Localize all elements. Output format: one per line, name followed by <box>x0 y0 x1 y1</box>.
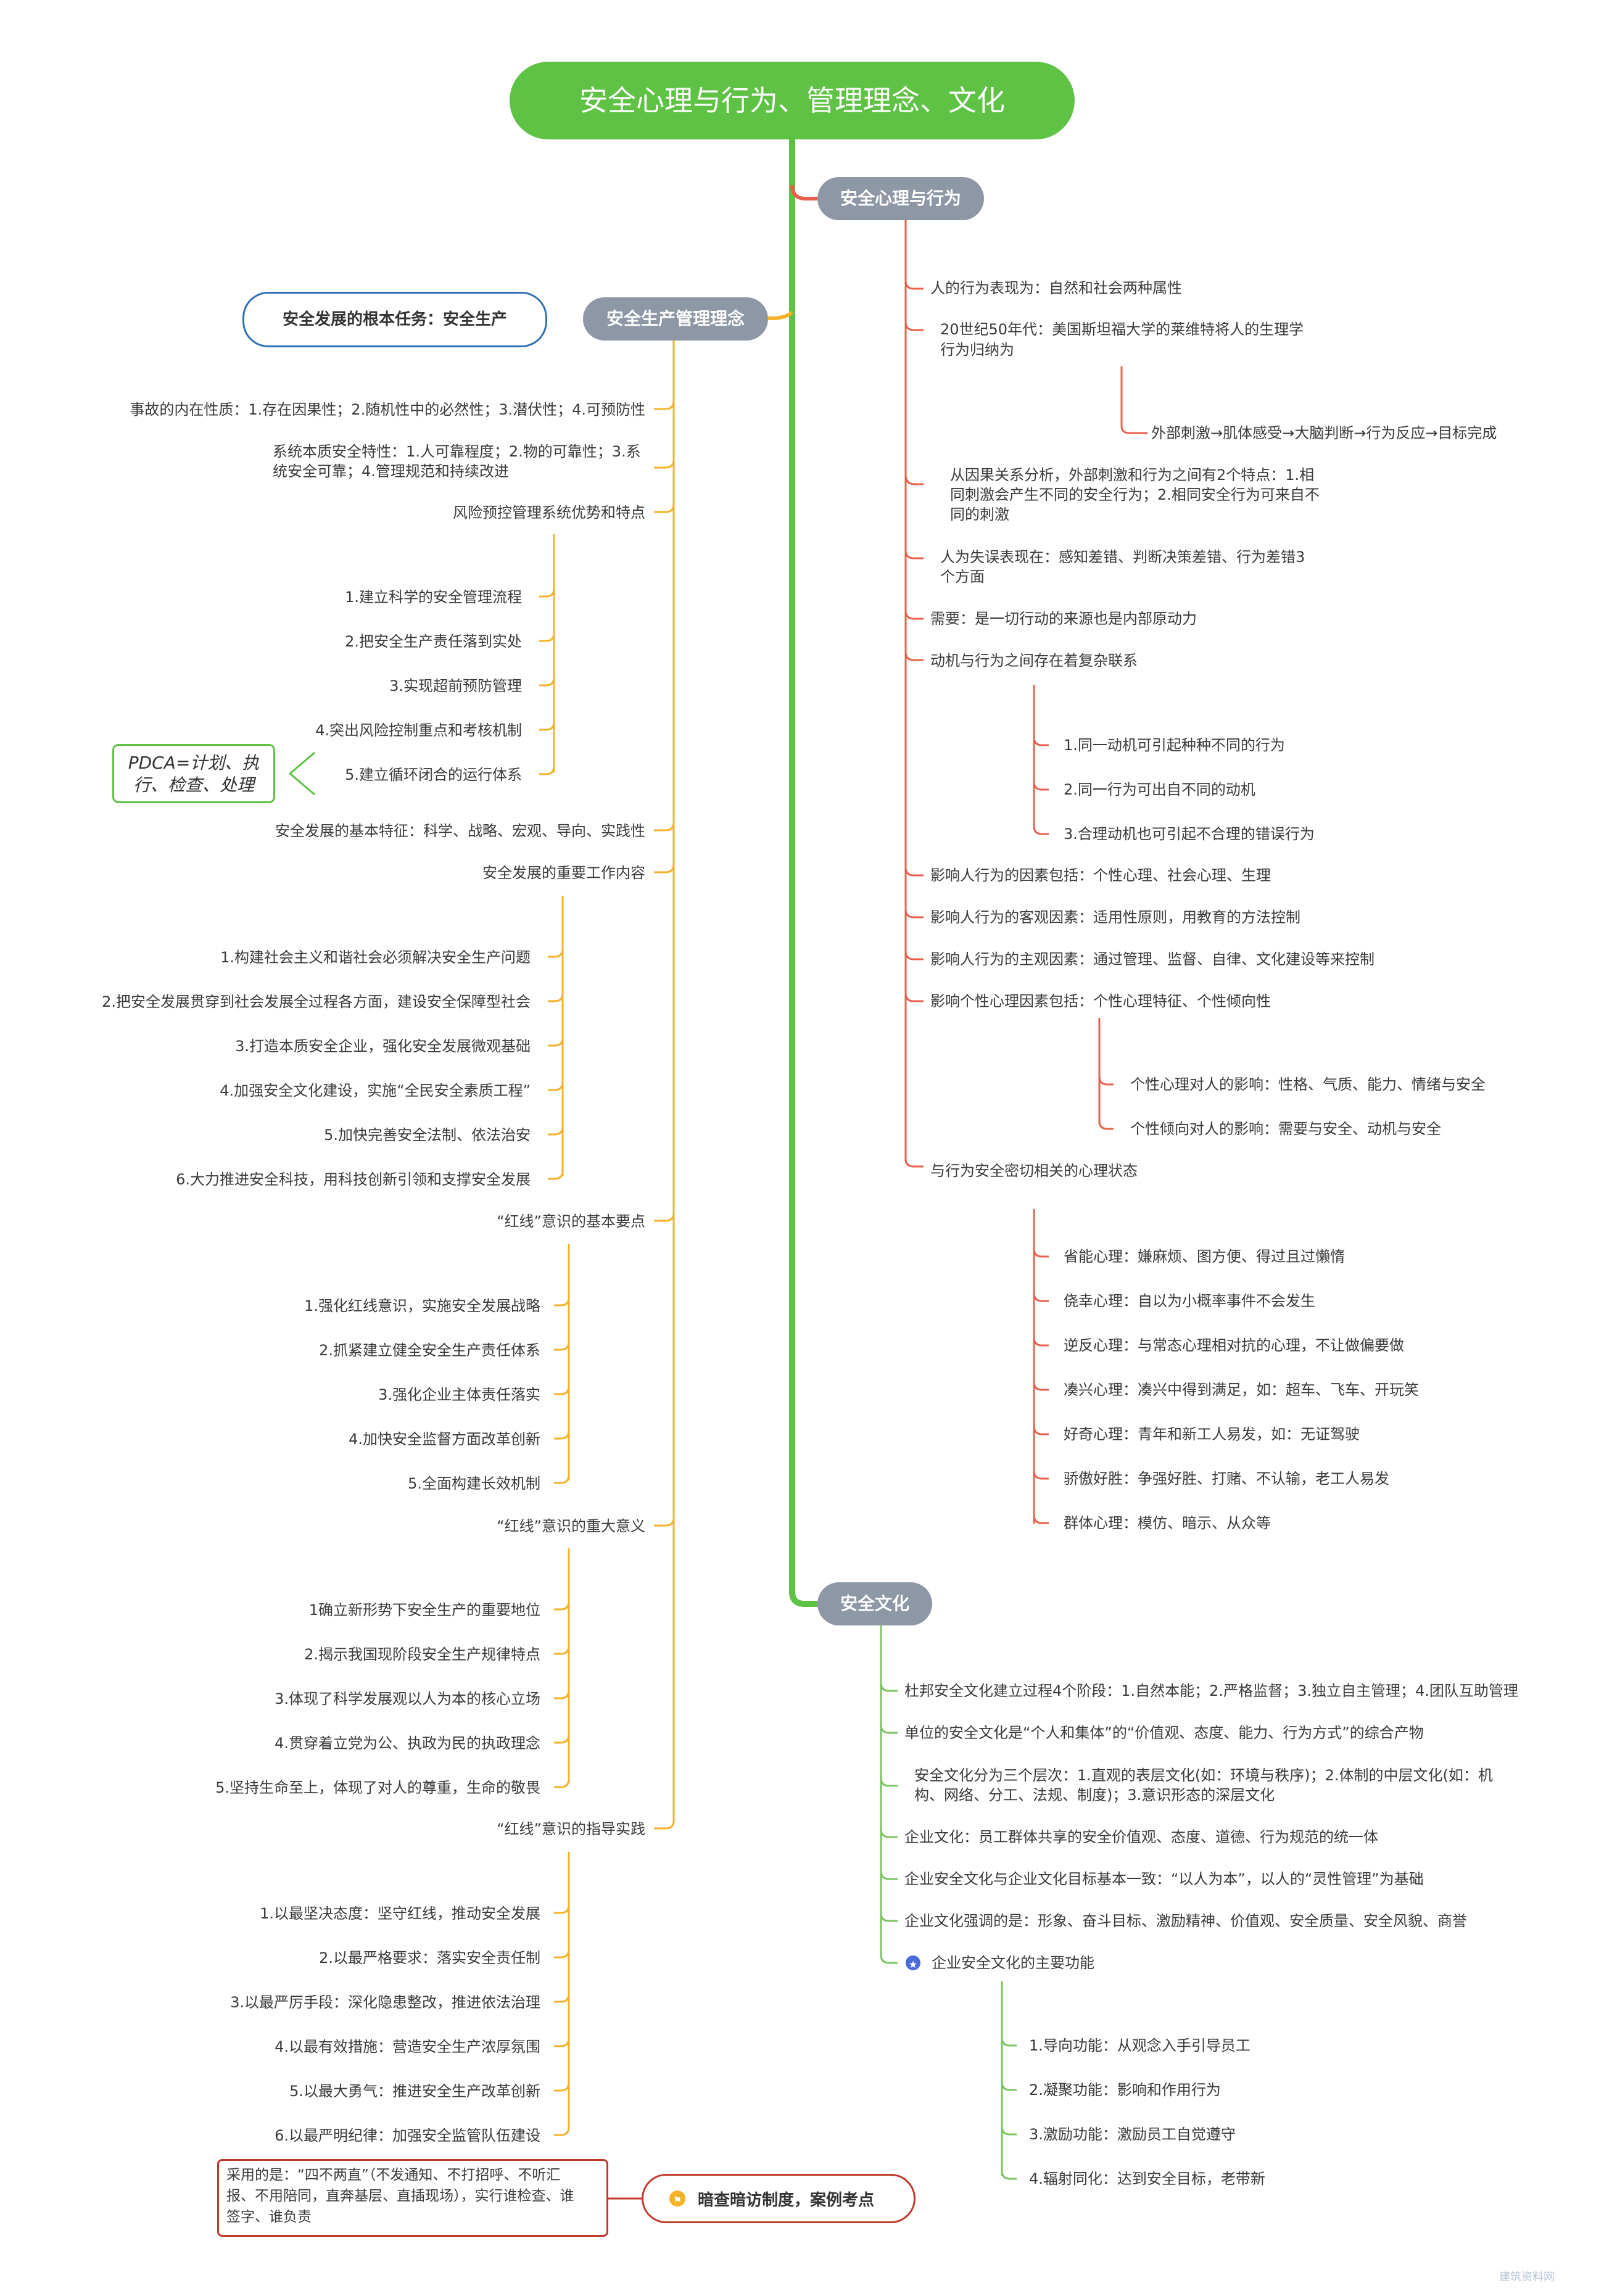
list-item: 3.强化企业主体责任落实 <box>378 1386 540 1403</box>
list-item: 3.以最严厉手段：深化隐患整改，推进依法治理 <box>230 1994 540 2011</box>
root-title: 安全心理与行为、管理理念、文化 <box>510 62 1075 139</box>
svg-text:★: ★ <box>909 1959 917 1970</box>
flag-icon <box>669 2191 685 2207</box>
list-item: 2.以最严格要求：落实安全责任制 <box>319 1949 540 1967</box>
list-item: 省能心理：嫌麻烦、图方便、得过且过懒惰 <box>1064 1248 1345 1265</box>
list-item: 3.体现了科学发展观以人为本的核心立场 <box>275 1690 540 1708</box>
list-item: 6.大力推进安全科技，用科技创新引领和支撑安全发展 <box>176 1171 531 1188</box>
watermark: 建筑资料网 <box>1499 2271 1555 2284</box>
list-item: 4.加快安全监督方面改革创新 <box>349 1431 540 1448</box>
list-item: 群体心理：模仿、暗示、从众等 <box>1064 1514 1271 1532</box>
inspection-node[interactable]: 暗查暗访制度，案例考点 <box>642 2174 916 2223</box>
list-item: 2.凝聚功能：影响和作用行为 <box>1029 2081 1221 2099</box>
list-item: 5.以最大勇气：推进安全生产改革创新 <box>289 2083 540 2100</box>
branch-safety-culture[interactable]: 安全文化 <box>817 1582 932 1625</box>
svg-text:⚑: ⚑ <box>673 2194 682 2206</box>
list-item: 凑兴心理：凑兴中得到满足，如：超车、飞车、开玩笑 <box>1064 1381 1419 1398</box>
list-item: 2.抓紧建立健全安全生产责任体系 <box>319 1342 540 1359</box>
culture-item-functions: 企业安全文化的主要功能 <box>932 1954 1094 1972</box>
culture-item-unit: 单位的安全文化是“个人和集体”的“价值观、态度、能力、行为方式”的综合产物 <box>904 1724 1424 1741</box>
left-item-system-safety-1: 系统本质安全特性：1.人可靠程度；2.物的可靠性；3.系 <box>273 443 641 460</box>
culture-item-emphasis: 企业文化强调的是：形象、奋斗目标、激励精神、价值观、安全质量、安全风貌、商誉 <box>904 1912 1467 1930</box>
list-item: 1.导向功能：从观念入手引导员工 <box>1029 2037 1251 2054</box>
list-item: 1.强化红线意识，实施安全发展战略 <box>304 1297 540 1315</box>
inspection-note: 采用的是：“四不两直”（不发通知、不打招呼、不听汇 报、不用陪同，直奔基层、直插… <box>217 2159 608 2237</box>
list-item: 侥幸心理：自以为小概率事件不会发生 <box>1064 1292 1315 1310</box>
list-item: 3.实现超前预防管理 <box>389 677 522 695</box>
left-item-redline-practice: “红线”意识的指导实践 <box>497 1820 645 1838</box>
right-item-error-2: 个方面 <box>940 568 985 585</box>
list-item: 2.同一行为可出自不同的动机 <box>1064 781 1255 798</box>
list-item: 2.揭示我国现阶段安全生产规律特点 <box>304 1646 540 1663</box>
list-item: 1.建立科学的安全管理流程 <box>345 588 522 606</box>
note-line: 签字、谁负责 <box>226 2209 312 2225</box>
list-item: 5.加快完善安全法制、依法治安 <box>324 1126 531 1144</box>
list-item: 2.把安全发展贯穿到社会发展全过程各方面，建设安全保障型社会 <box>102 993 531 1010</box>
list-item: 1.同一动机可引起种种不同的行为 <box>1064 737 1285 754</box>
list-item: 个性倾向对人的影响：需要与安全、动机与安全 <box>1130 1120 1441 1138</box>
note-line: 报、不用陪同，直奔基层、直插现场），实行谁检查、谁 <box>226 2188 574 2204</box>
list-item: 1确立新形势下安全生产的重要地位 <box>308 1601 540 1619</box>
left-item-work-content: 安全发展的重要工作内容 <box>482 864 645 882</box>
star-icon <box>906 1955 920 1970</box>
list-item: 4.贯穿着立党为公、执政为民的执政理念 <box>275 1735 540 1752</box>
list-item: 4.突出风险控制重点和考核机制 <box>315 722 522 739</box>
list-item: 5.全面构建长效机制 <box>408 1475 540 1492</box>
list-item: 4.辐射同化：达到安全目标，老带新 <box>1029 2170 1265 2187</box>
right-item-behavior: 人的行为表现为：自然和社会两种属性 <box>930 279 1182 297</box>
list-item: 4.以最有效措施：营造安全生产浓厚氛围 <box>275 2038 540 2055</box>
culture-item-enterprise: 企业文化：员工群体共享的安全价值观、态度、道德、行为规范的统一体 <box>904 1828 1378 1846</box>
right-item-motive: 动机与行为之间存在着复杂联系 <box>930 652 1138 669</box>
list-item: 骄傲好胜：争强好胜、打赌、不认输，老工人易发 <box>1064 1470 1389 1487</box>
right-item-factors: 影响人行为的因素包括：个性心理、社会心理、生理 <box>930 867 1271 884</box>
right-item-error-1: 人为失误表现在：感知差错、判断决策差错、行为差错3 <box>940 548 1305 566</box>
right-item-personality: 影响个性心理因素包括：个性心理特征、个性倾向性 <box>930 993 1271 1010</box>
culture-item-goal: 企业安全文化与企业文化目标基本一致：“以人为本”，以人的“灵性管理”为基础 <box>904 1870 1424 1888</box>
right-item-need: 需要：是一切行动的来源也是内部原动力 <box>930 610 1197 627</box>
list-item: 3.打造本质安全企业，强化安全发展微观基础 <box>235 1038 531 1055</box>
list-item: 3.激励功能：激励员工自觉遵守 <box>1029 2126 1236 2143</box>
branch-safety-psychology[interactable]: 安全心理与行为 <box>817 177 984 220</box>
branch-management-concept[interactable]: 安全生产管理理念 <box>583 297 768 341</box>
list-item: 1.以最坚决态度：坚守红线，推动安全发展 <box>260 1905 540 1922</box>
left-item-redline-meaning: “红线”意识的重大意义 <box>497 1518 645 1535</box>
list-item: 个性心理对人的影响：性格、气质、能力、情绪与安全 <box>1130 1076 1486 1093</box>
left-item-risk-control: 风险预控管理系统优势和特点 <box>453 504 645 521</box>
list-item: 5.建立循环闭合的运行体系 <box>345 766 522 783</box>
list-item: 4.加强安全文化建设，实施“全民安全素质工程” <box>220 1082 531 1099</box>
list-item: 好奇心理：青年和新工人易发，如：无证驾驶 <box>1064 1426 1360 1443</box>
right-item-subjective: 影响人行为的主观因素：通过管理、监督、自律、文化建设等来控制 <box>930 951 1375 968</box>
pdca-line-1: PDCA=计划、执 <box>128 753 260 773</box>
list-item: 6.以最严明纪律：加强安全监管队伍建设 <box>275 2127 540 2144</box>
right-item-mental-state: 与行为安全密切相关的心理状态 <box>930 1162 1138 1179</box>
list-item: 1.构建社会主义和谐社会必须解决安全生产问题 <box>220 949 531 966</box>
list-item: 逆反心理：与常态心理相对抗的心理，不让做偏要做 <box>1064 1337 1404 1354</box>
right-item-causal-2: 同刺激会产生不同的安全行为；2.相同安全行为可来自不 <box>950 486 1320 503</box>
note-line: 采用的是：“四不两直”（不发通知、不打招呼、不听汇 <box>226 2167 561 2183</box>
list-item: 2.把安全生产责任落到实处 <box>345 633 522 650</box>
list-item: 3.合理动机也可引起不合理的错误行为 <box>1064 825 1315 843</box>
right-item-stimulus-chain: 外部刺激→肌体感受→大脑判断→行为反应→目标完成 <box>1151 424 1497 442</box>
pdca-line-2: 行、检查、处理 <box>133 775 254 795</box>
left-item-redline-points: “红线”意识的基本要点 <box>497 1213 645 1230</box>
callout-root-task: 安全发展的根本任务：安全生产 <box>242 292 547 347</box>
culture-item-levels-1: 安全文化分为三个层次：1.直观的表层文化(如：环境与秩序)；2.体制的中层文化(… <box>914 1767 1493 1784</box>
left-item-accident-nature: 事故的内在性质：1.存在因果性；2.随机性中的必然性；3.潜伏性；4.可预防性 <box>130 401 645 418</box>
right-item-objective: 影响人行为的客观因素：适用性原则，用教育的方法控制 <box>930 909 1300 926</box>
pdca-note: PDCA=计划、执 行、检查、处理 <box>112 744 275 803</box>
list-item: 5.坚持生命至上，体现了对人的尊重，生命的敬畏 <box>215 1779 540 1796</box>
right-item-leavitt-2: 行为归纳为 <box>940 341 1014 358</box>
left-item-basic-features: 安全发展的基本特征：科学、战略、宏观、导向、实践性 <box>275 822 645 840</box>
right-item-causal-1: 从因果关系分析，外部刺激和行为之间有2个特点：1.相 <box>950 466 1315 484</box>
left-item-system-safety-2: 统安全可靠；4.管理规范和持续改进 <box>273 463 509 480</box>
right-item-causal-3: 同的刺激 <box>950 506 1009 523</box>
right-item-leavitt-1: 20世纪50年代：美国斯坦福大学的莱维特将人的生理学 <box>940 321 1304 338</box>
culture-item-levels-2: 构、网络、分工、法规、制度)；3.意识形态的深层文化 <box>914 1786 1275 1804</box>
culture-item-dupont: 杜邦安全文化建立过程4个阶段：1.自然本能；2.严格监督；3.独立自主管理；4.… <box>904 1682 1518 1699</box>
